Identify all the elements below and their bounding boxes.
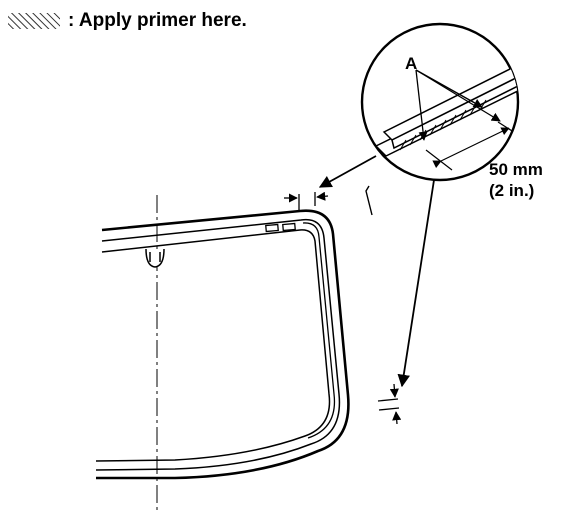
primer-band-top <box>265 222 336 439</box>
detail-content <box>374 63 518 171</box>
hatch-swatch-icon <box>8 13 60 29</box>
leader-arrow-side <box>397 179 435 388</box>
label-a: A <box>405 54 417 73</box>
legend-text: : Apply primer here. <box>68 10 247 31</box>
mirror-mount <box>145 248 165 268</box>
legend: : Apply primer here. <box>6 6 247 36</box>
dimension-imperial: (2 in.) <box>489 181 534 200</box>
top-dimension-marks <box>284 191 329 210</box>
side-dimension-marks <box>377 383 402 425</box>
leader-arrow-top <box>318 155 377 188</box>
dimension-metric: 50 mm <box>489 160 543 179</box>
primer-strips <box>365 185 373 216</box>
windshield-outline <box>95 209 350 480</box>
